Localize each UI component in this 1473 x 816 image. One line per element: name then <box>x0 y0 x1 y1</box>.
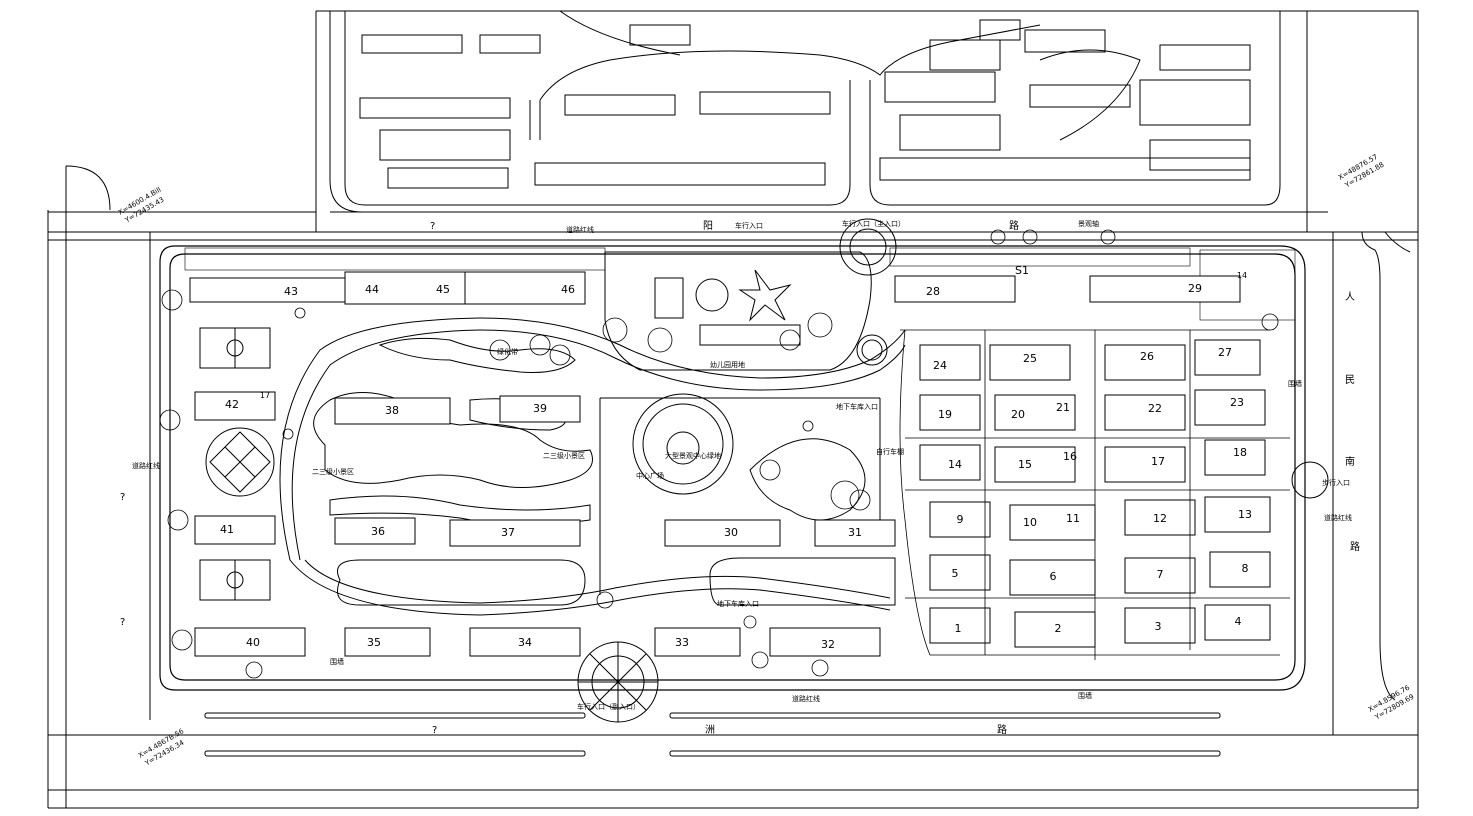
building-34: 34 <box>518 636 532 649</box>
building-35: 35 <box>367 636 381 649</box>
building-13: 13 <box>1238 508 1252 521</box>
building-number-labels: 1 2 3 4 5 6 7 8 9 10 11 12 13 14 15 16 1… <box>220 264 1252 651</box>
label-kindergarten: 幼儿园用地 <box>710 360 745 369</box>
building-45: 45 <box>436 283 450 296</box>
road-right-1: 人 <box>1345 291 1355 303</box>
kindergarten-site <box>604 251 872 371</box>
label-greenway: 景观轴 <box>1078 219 1099 228</box>
label-entrance-top-mid: 车行入口 <box>735 221 763 230</box>
building-26: 26 <box>1140 350 1154 363</box>
building-8: 8 <box>1242 562 1249 575</box>
label-underground-exit: 地下车库入口 <box>717 599 759 608</box>
building-7: 7 <box>1157 568 1164 581</box>
building-41: 41 <box>220 523 234 536</box>
road-left-unknown-1: ? <box>120 492 125 503</box>
building-28: 28 <box>926 285 940 298</box>
building-30: 30 <box>724 526 738 539</box>
building-9: 9 <box>957 513 964 526</box>
building-42: 42 <box>225 398 239 411</box>
building-33: 33 <box>675 636 689 649</box>
label-redline-left: 道路红线 <box>132 461 160 470</box>
label-redline-bottom: 道路红线 <box>792 694 820 703</box>
building-39: 39 <box>533 402 547 415</box>
road-network <box>47 10 1419 809</box>
building-11: 11 <box>1066 512 1080 525</box>
label-water-feature2: 二三级小景区 <box>543 451 585 460</box>
site-boundary <box>159 245 1306 691</box>
central-landscape <box>279 218 1329 723</box>
sport-courts <box>199 327 275 601</box>
building-1: 1 <box>955 622 962 635</box>
road-top-char-1: 阳 <box>703 220 713 232</box>
building-5: 5 <box>952 567 959 580</box>
building-32: 32 <box>821 638 835 651</box>
road-right-4: 路 <box>1350 540 1360 553</box>
building-6: 6 <box>1050 570 1057 583</box>
annotations: 道路红线 车行入口 车行入口（主入口） 景观轴 幼儿园用地 大型景观中心绿地 中… <box>132 219 1352 711</box>
building-s1: S1 <box>1015 264 1029 277</box>
road-bottom-unknown: ? <box>432 725 437 736</box>
building-23: 23 <box>1230 396 1244 409</box>
label-wall-right: 围墙 <box>1288 379 1302 388</box>
building-36: 36 <box>371 525 385 538</box>
road-right-3: 南 <box>1345 455 1355 468</box>
building-24: 24 <box>933 359 947 372</box>
building-10: 10 <box>1023 516 1037 529</box>
building-43: 43 <box>284 285 298 298</box>
building-38: 38 <box>385 404 399 417</box>
label-plaza-note: 中心广场 <box>636 471 664 480</box>
building-44: 44 <box>365 283 379 296</box>
label-underground-entry: 地下车库入口 <box>836 402 878 411</box>
building-17: 17 <box>1151 455 1165 468</box>
villa-roads <box>899 329 1290 660</box>
label-water-feature: 二三级小景区 <box>312 467 354 476</box>
north-block-buildings <box>359 19 1251 189</box>
road-bottom-char-2: 路 <box>997 723 1007 736</box>
building-2: 2 <box>1055 622 1062 635</box>
road-top-unknown: ? <box>430 221 435 232</box>
label-redline-right: 道路红线 <box>1324 513 1352 522</box>
label-green-strip: 绿化带 <box>497 347 518 356</box>
trees <box>159 229 1279 679</box>
building-18: 18 <box>1233 446 1247 459</box>
label-wall-bottom: 围墙 <box>1078 691 1092 700</box>
building-27: 27 <box>1218 346 1232 359</box>
label-redline-top: 道路红线 <box>566 225 594 234</box>
label-cycle: 自行车棚 <box>876 447 904 456</box>
building-20: 20 <box>1011 408 1025 421</box>
building-16: 16 <box>1063 450 1077 463</box>
floors-17: 17 <box>260 391 270 400</box>
label-main-entrance-top: 车行入口（主入口） <box>842 219 905 228</box>
road-right-2: 民 <box>1345 374 1355 386</box>
building-37: 37 <box>501 526 515 539</box>
label-pedestrian-right: 步行入口 <box>1322 478 1350 487</box>
building-14: 14 <box>948 458 962 471</box>
road-bottom-char-1: 洲 <box>705 724 715 736</box>
building-15: 15 <box>1018 458 1032 471</box>
floors-14: 14 <box>1237 271 1247 280</box>
building-40: 40 <box>246 636 260 649</box>
building-46: 46 <box>561 283 575 296</box>
road-names: 阳 路 ? 洲 路 ? ? ? 人 民 南 路 <box>120 219 1360 736</box>
building-21: 21 <box>1056 401 1070 414</box>
road-left-unknown-2: ? <box>120 617 125 628</box>
building-25: 25 <box>1023 352 1037 365</box>
label-wall-left: 围墙 <box>330 657 344 666</box>
building-29: 29 <box>1188 282 1202 295</box>
building-31: 31 <box>848 526 862 539</box>
building-22: 22 <box>1148 402 1162 415</box>
road-top-char-2: 路 <box>1009 219 1019 232</box>
residential-buildings <box>189 271 1271 657</box>
building-3: 3 <box>1155 620 1162 633</box>
label-central-plaza: 大型景观中心绿地 <box>665 451 721 460</box>
building-12: 12 <box>1153 512 1167 525</box>
building-4: 4 <box>1235 615 1242 628</box>
label-bottom-entrance: 车行入口（副入口） <box>577 702 640 711</box>
building-19: 19 <box>938 408 952 421</box>
